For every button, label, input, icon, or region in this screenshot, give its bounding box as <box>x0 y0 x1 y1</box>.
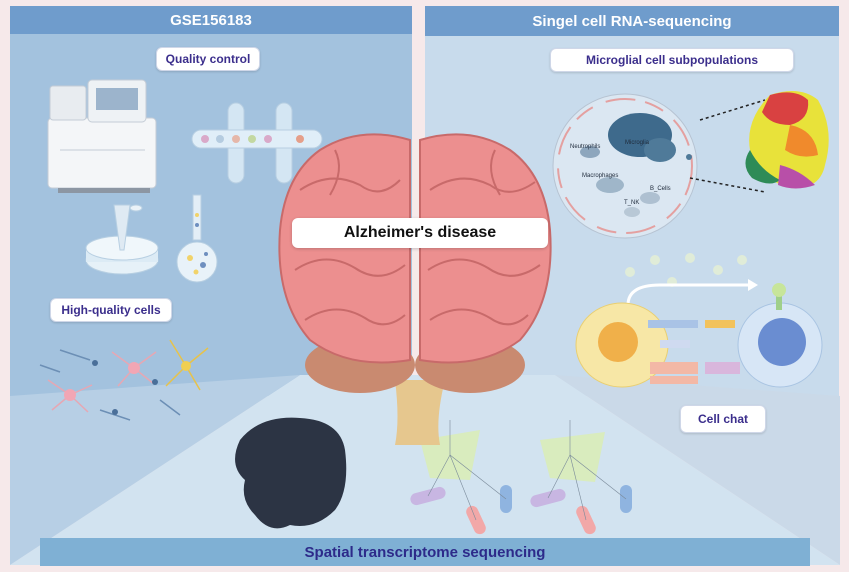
receiver-cell-icon <box>737 283 823 388</box>
microglia-subclusters-plot <box>745 91 829 189</box>
umap-label-t-nk: T_NK <box>624 200 640 206</box>
high-quality-cells-text: High-quality cells <box>61 303 161 317</box>
left-banner: GSE156183 <box>10 6 412 34</box>
left-lower-corner <box>10 375 300 565</box>
disease-title: Alzheimer's disease <box>292 218 548 248</box>
cell-chat-text: Cell chat <box>697 412 748 426</box>
high-quality-cells-label: High-quality cells <box>50 298 172 322</box>
microglial-subpopulations-label: Microglial cell subpopulations <box>550 48 794 72</box>
right-banner-label: Singel cell RNA-sequencing <box>532 12 732 30</box>
left-banner-label: GSE156183 <box>170 11 252 29</box>
umap-label-microglia: Microglia <box>625 140 650 146</box>
bottom-banner: Spatial transcriptome sequencing <box>40 538 810 566</box>
zoom-line-bottom <box>689 177 766 193</box>
microfluidic-tubes-icon <box>191 102 323 184</box>
sender-cell-icon <box>575 302 669 388</box>
flask-icon <box>176 194 218 283</box>
umap-label-macrophages: Macrophages <box>582 173 619 179</box>
network-graph-2 <box>530 420 632 535</box>
quality-control-label: Quality control <box>156 47 260 71</box>
network-graph-1 <box>410 420 512 535</box>
microglial-subpopulations-text: Microglial cell subpopulations <box>585 53 759 67</box>
neurons-icon <box>39 339 209 421</box>
cell-chat-label: Cell chat <box>680 405 766 433</box>
right-lower-corner <box>555 375 840 565</box>
bottom-banner-label: Spatial transcriptome sequencing <box>304 543 546 561</box>
spatial-tissue-slice <box>235 417 347 529</box>
receptor-ligand-pairs <box>648 320 740 384</box>
sequencer-machine-icon <box>47 79 157 193</box>
disease-title-text: Alzheimer's disease <box>343 224 497 241</box>
zoom-line-top <box>699 99 766 121</box>
umap-label-b-cells: B_Cells <box>650 186 671 192</box>
petri-dish-icon <box>85 204 159 275</box>
umap-label-neutrophils: Neutrophils <box>570 144 601 150</box>
right-banner: Singel cell RNA-sequencing <box>425 6 839 36</box>
arrow-head <box>748 279 758 291</box>
signal-arrow <box>626 283 748 306</box>
bottom-panel-bg <box>10 375 840 565</box>
quality-control-text: Quality control <box>165 52 251 66</box>
umap-circle-plot <box>552 93 698 239</box>
brain-icon <box>278 133 552 445</box>
